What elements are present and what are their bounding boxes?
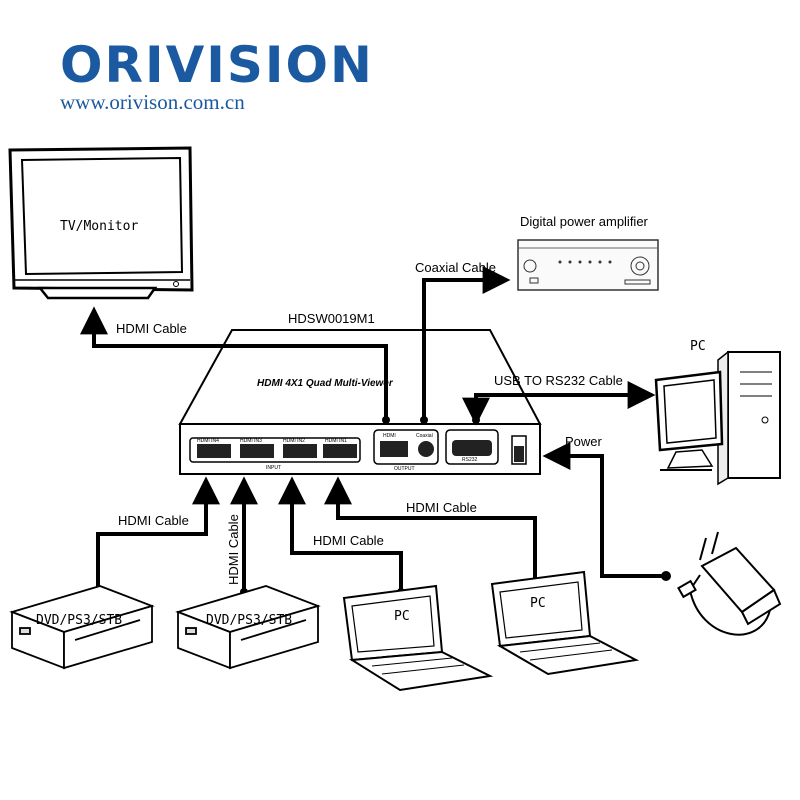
- label-usb-rs232: USB TO RS232 Cable: [494, 373, 623, 388]
- port-label-coaxial: Coaxial: [416, 433, 433, 439]
- tv-monitor-label: TV/Monitor: [60, 219, 138, 234]
- cable-hdmi-laptop1: [278, 476, 403, 592]
- label-coaxial: Coaxial Cable: [415, 260, 496, 275]
- label-power: Power: [565, 434, 603, 449]
- dvd-player-1-illustration: [9, 585, 155, 670]
- power-adapter-illustration: [677, 531, 782, 636]
- device-model: HDSW0019M1: [288, 311, 375, 326]
- cable-usb-rs232: [462, 381, 656, 426]
- pc-desktop-illustration: [654, 350, 781, 486]
- cable-hdmi-tv: [80, 306, 388, 420]
- port-label-in1: HDMI IN1: [325, 438, 347, 444]
- laptop-1-label: PC: [394, 609, 410, 624]
- port-label-in2: HDMI IN2: [283, 438, 305, 444]
- cable-lines: [80, 266, 666, 592]
- dvd-1-label: DVD/PS3/STB: [36, 613, 122, 628]
- device-title: HDMI 4X1 Quad Multi-Viewer: [257, 378, 394, 389]
- port-label-output: OUTPUT: [394, 466, 415, 472]
- cable-coaxial: [422, 266, 511, 420]
- cable-hdmi-laptop2: [324, 476, 537, 590]
- tv-monitor-illustration: [8, 146, 194, 300]
- label-hdmi-laptop2: HDMI Cable: [406, 500, 477, 515]
- laptop-2-label: PC: [530, 596, 546, 611]
- brand-url: www.orivison.com.cn: [60, 90, 245, 114]
- label-hdmi-dvd1: HDMI Cable: [118, 513, 189, 528]
- label-hdmi-laptop1: HDMI Cable: [313, 533, 384, 548]
- label-hdmi-dvd2: HDMI Cable: [226, 514, 241, 585]
- amplifier-illustration: [517, 239, 659, 291]
- label-hdmi-tv: HDMI Cable: [116, 321, 187, 336]
- port-label-rs232: RS232: [462, 457, 478, 463]
- cable-hdmi-dvd1: [96, 476, 220, 592]
- brand-logo: ORIVISION: [60, 36, 374, 94]
- dvd-player-2-illustration: [175, 585, 321, 670]
- cable-power: [542, 442, 666, 578]
- port-label-in3: HDMI IN3: [240, 438, 262, 444]
- port-label-in4: HDMI IN4: [197, 438, 219, 444]
- port-label-input: INPUT: [266, 465, 281, 471]
- multi-viewer-device: [178, 329, 542, 475]
- laptop-1-illustration: [342, 584, 494, 692]
- dvd-2-label: DVD/PS3/STB: [206, 613, 292, 628]
- pc-desktop-label: PC: [690, 339, 706, 354]
- laptop-2-illustration: [490, 570, 640, 676]
- amplifier-label: Digital power amplifier: [520, 214, 649, 229]
- port-label-hdmi-out: HDMI: [383, 433, 396, 439]
